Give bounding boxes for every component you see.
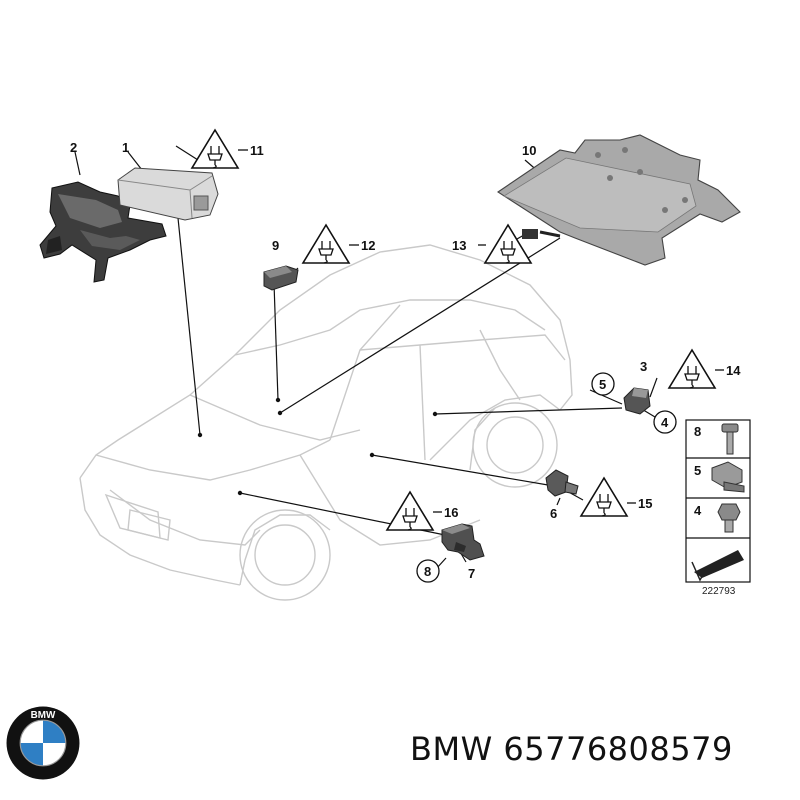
callout-16: 16 bbox=[444, 505, 458, 520]
legend-label-8: 8 bbox=[694, 424, 701, 439]
warning-triangle-plug-icon bbox=[386, 491, 434, 531]
callout-9: 9 bbox=[272, 238, 279, 253]
callout-numbers: 1 2 3 10 11 9 12 13 14 15 16 6 7 bbox=[70, 140, 741, 581]
part-2-bracket bbox=[39, 181, 167, 283]
warning-triangle-plug-icon bbox=[191, 129, 239, 169]
svg-text:4: 4 bbox=[661, 415, 669, 430]
callout-10: 10 bbox=[522, 143, 536, 158]
callout-dashes bbox=[238, 149, 724, 513]
bolt-icon bbox=[721, 423, 739, 455]
callout-14: 14 bbox=[726, 363, 741, 378]
part-10-antenna-plate bbox=[497, 134, 741, 266]
callout-11: 11 bbox=[250, 143, 264, 158]
callout-12: 12 bbox=[361, 238, 375, 253]
legend-label-5: 5 bbox=[694, 463, 701, 478]
vehicle-outline bbox=[79, 244, 573, 601]
drawing-number: 222793 bbox=[702, 586, 736, 597]
callout-3: 3 bbox=[640, 359, 647, 374]
callout-2: 2 bbox=[70, 140, 77, 155]
callout-6: 6 bbox=[550, 506, 557, 521]
callout-1: 1 bbox=[122, 140, 129, 155]
callout-13: 13 bbox=[452, 238, 466, 253]
part-1-control-unit bbox=[117, 167, 219, 221]
circled-callout-5: 5 bbox=[591, 372, 615, 396]
callout-15: 15 bbox=[638, 496, 652, 511]
svg-text:BMW: BMW bbox=[31, 710, 56, 721]
warning-triangle-plug-icon bbox=[580, 477, 628, 517]
callout-7: 7 bbox=[468, 566, 475, 581]
part-number-caption: BMW 65776808579 bbox=[410, 730, 733, 768]
parts-legend: 8 5 4 222793 bbox=[685, 419, 751, 597]
part-7-sensor bbox=[441, 523, 485, 561]
warning-triangle-plug-icon bbox=[302, 224, 350, 264]
svg-text:8: 8 bbox=[424, 564, 431, 579]
clip-nut-icon bbox=[711, 461, 745, 493]
part-6-sensor bbox=[545, 469, 579, 497]
svg-text:5: 5 bbox=[599, 377, 606, 392]
bmw-logo-icon: BMW bbox=[6, 706, 80, 780]
bolt-icon bbox=[717, 503, 741, 533]
circled-callout-8: 8 bbox=[416, 559, 440, 583]
circled-callout-4: 4 bbox=[653, 410, 677, 434]
leader-dots bbox=[197, 397, 438, 496]
part-3-sensor bbox=[623, 387, 651, 415]
arrow-pointer-icon bbox=[691, 550, 744, 582]
warning-triangle-plug-icon bbox=[668, 349, 716, 389]
legend-label-4: 4 bbox=[694, 503, 702, 518]
part-9-connector bbox=[263, 265, 299, 291]
